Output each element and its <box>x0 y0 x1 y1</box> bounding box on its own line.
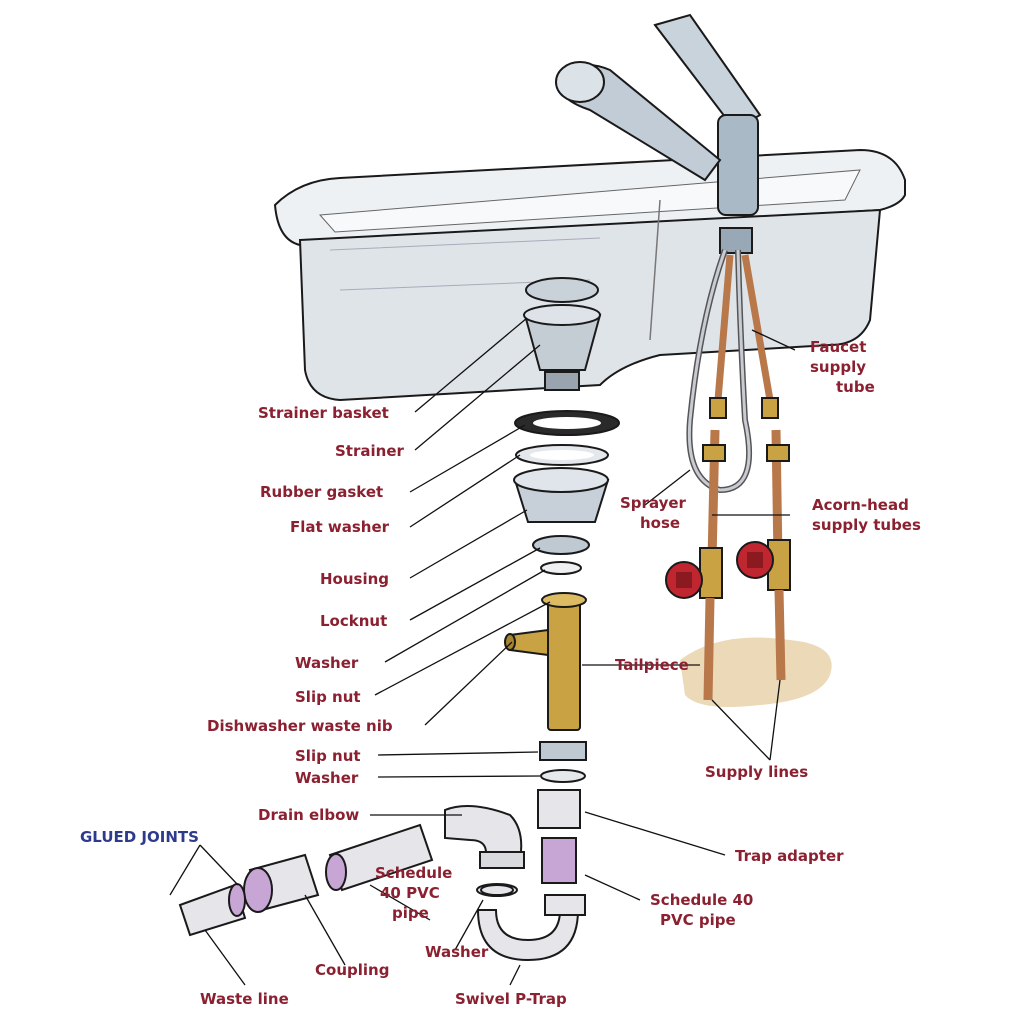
label-acorn-2: supply tubes <box>812 516 921 534</box>
label-swivel-p-trap: Swivel P-Trap <box>455 990 567 1008</box>
label-glued-joints: GLUED JOINTS <box>80 828 199 846</box>
label-washer-2: Washer <box>295 769 359 787</box>
label-schedule-right-2: PVC pipe <box>660 911 736 929</box>
label-coupling: Coupling <box>315 961 389 979</box>
trap-adapter-assembly <box>538 790 580 883</box>
label-flat-washer: Flat washer <box>290 518 390 536</box>
label-locknut: Locknut <box>320 612 387 630</box>
tailpiece <box>505 593 586 730</box>
label-faucet-2: supply <box>810 358 866 376</box>
label-slip-nut-2: Slip nut <box>295 747 361 765</box>
label-acorn-1: Acorn-head <box>812 496 909 514</box>
left-pipes <box>180 825 513 935</box>
shutoff-valve-right <box>737 542 773 578</box>
label-washer-1: Washer <box>295 654 359 672</box>
label-faucet-1: Faucet <box>810 338 866 356</box>
label-schedule-left-2: 40 PVC <box>380 884 440 902</box>
label-schedule-right-1: Schedule 40 <box>650 891 753 909</box>
label-supply-lines: Supply lines <box>705 763 808 781</box>
label-strainer-basket: Strainer basket <box>258 404 389 422</box>
label-tailpiece: Tailpiece <box>615 656 689 674</box>
label-slip-nut-1: Slip nut <box>295 688 361 706</box>
label-rubber-gasket: Rubber gasket <box>260 483 383 501</box>
shutoff-valve-left <box>666 562 702 598</box>
lower-slip-nut <box>540 742 586 782</box>
label-faucet-3: tube <box>836 378 875 396</box>
label-housing: Housing <box>320 570 389 588</box>
label-schedule-left-1: Schedule <box>375 864 452 882</box>
label-washer-3: Washer <box>425 943 489 961</box>
label-sprayer-2: hose <box>640 514 680 532</box>
label-waste-line: Waste line <box>200 990 289 1008</box>
label-sprayer-1: Sprayer <box>620 494 687 512</box>
label-dishwasher-waste-nib: Dishwasher waste nib <box>207 717 393 735</box>
floor-stain <box>680 638 832 708</box>
label-trap-adapter: Trap adapter <box>735 847 844 865</box>
label-schedule-left-3: pipe <box>392 904 429 922</box>
label-strainer: Strainer <box>335 442 404 460</box>
label-drain-elbow: Drain elbow <box>258 806 359 824</box>
